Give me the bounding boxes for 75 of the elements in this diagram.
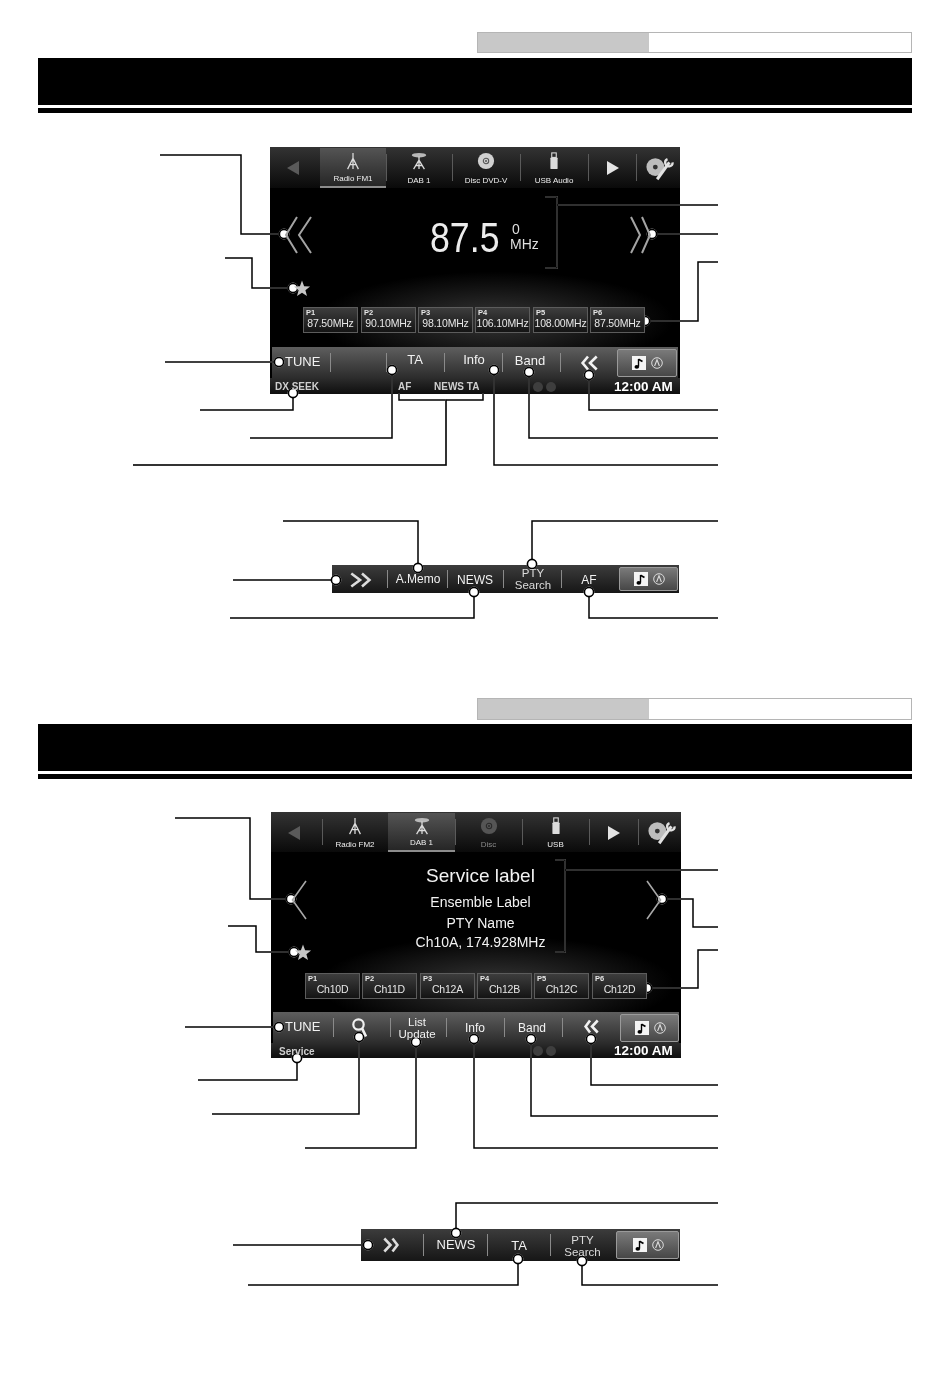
star-icon <box>293 280 311 297</box>
status-text: AF <box>398 380 418 393</box>
source-label: Disc DVD-V <box>464 176 508 185</box>
leader-line <box>304 1036 422 1149</box>
display-screen <box>271 812 681 1058</box>
double-chevron-icon <box>630 216 652 254</box>
channel-frequency: Ch10A, 174.928MHz <box>415 935 546 951</box>
leader-line <box>656 893 719 928</box>
status-text: DX SEEK <box>275 380 325 393</box>
leader-line <box>232 574 342 586</box>
search-icon <box>352 1018 367 1037</box>
leader-line <box>525 1033 719 1117</box>
softkey-label: NEWS <box>433 1233 479 1257</box>
leader-line <box>526 520 719 570</box>
ensemble-name: Ensemble Label <box>430 895 531 911</box>
leader-line <box>224 257 299 294</box>
status-text: Service <box>279 1045 319 1058</box>
pty-name: PTY Name <box>446 916 515 932</box>
leader-line <box>585 1033 719 1086</box>
chevron-icon <box>646 880 662 920</box>
leader-line <box>583 586 719 619</box>
leader-line <box>523 366 719 439</box>
source-label: Radio FM2 <box>335 840 375 849</box>
leader-line <box>211 1031 365 1115</box>
leader-line <box>583 369 719 411</box>
softkey-label: Info <box>462 1017 488 1039</box>
display-screen <box>270 147 680 394</box>
source-label: DAB 1 <box>407 176 431 185</box>
chevron-icon <box>291 880 307 920</box>
leader-line <box>282 520 424 574</box>
leader-line <box>199 387 299 411</box>
station-name: Service label <box>426 866 535 887</box>
leader-line <box>247 1253 524 1286</box>
leader-line <box>468 1033 719 1149</box>
softkey-label: Band <box>514 1017 550 1039</box>
leader-line <box>450 1202 719 1239</box>
function-bar <box>332 565 679 593</box>
frequency-text: 87.5 <box>430 217 500 259</box>
leader-line <box>229 586 480 619</box>
leader-line <box>576 1255 719 1286</box>
double-chevron-icon <box>284 216 312 254</box>
unit-text: MHz <box>510 237 539 251</box>
softkey-label: Band <box>510 350 550 372</box>
softkey-label: TUNE <box>279 352 322 372</box>
softkey-label: NEWS <box>455 568 495 592</box>
leader-line <box>227 925 300 958</box>
leader-line <box>249 364 398 439</box>
source-tab: DAB 1 <box>388 813 455 852</box>
decimal-digit: 0 <box>512 222 520 236</box>
softkey-label: TUNE <box>279 1017 322 1037</box>
leader-line <box>232 1239 374 1251</box>
clock-text: 12:00 AM <box>614 380 673 394</box>
clock-text: 12:00 AM <box>614 1044 673 1058</box>
leader-line <box>159 154 290 240</box>
leader-line <box>197 1052 303 1081</box>
softkey-label: Info <box>452 350 496 370</box>
star-icon <box>294 944 312 961</box>
softkey-label: PTY Search <box>512 564 554 593</box>
source-label: USB <box>547 840 564 849</box>
status-text: NEWS TA <box>434 380 484 393</box>
source-label: USB Audio <box>534 176 574 185</box>
leader-line <box>488 364 719 466</box>
softkey-label: A.Memo <box>394 568 442 590</box>
leader-line <box>184 1021 285 1033</box>
softkey-label: PTY Search <box>561 1231 604 1261</box>
leader-line <box>164 356 285 368</box>
source-tab: Radio FM1 <box>320 148 386 188</box>
softkey-label: TA <box>390 350 440 370</box>
softkey-label: List Update <box>396 1014 438 1042</box>
function-bar <box>361 1229 680 1261</box>
source-label: Disc <box>480 840 497 849</box>
leader-line <box>174 817 297 905</box>
softkey-label: TA <box>506 1233 532 1259</box>
leader-line <box>646 228 719 240</box>
softkey-label: AF <box>578 568 600 592</box>
